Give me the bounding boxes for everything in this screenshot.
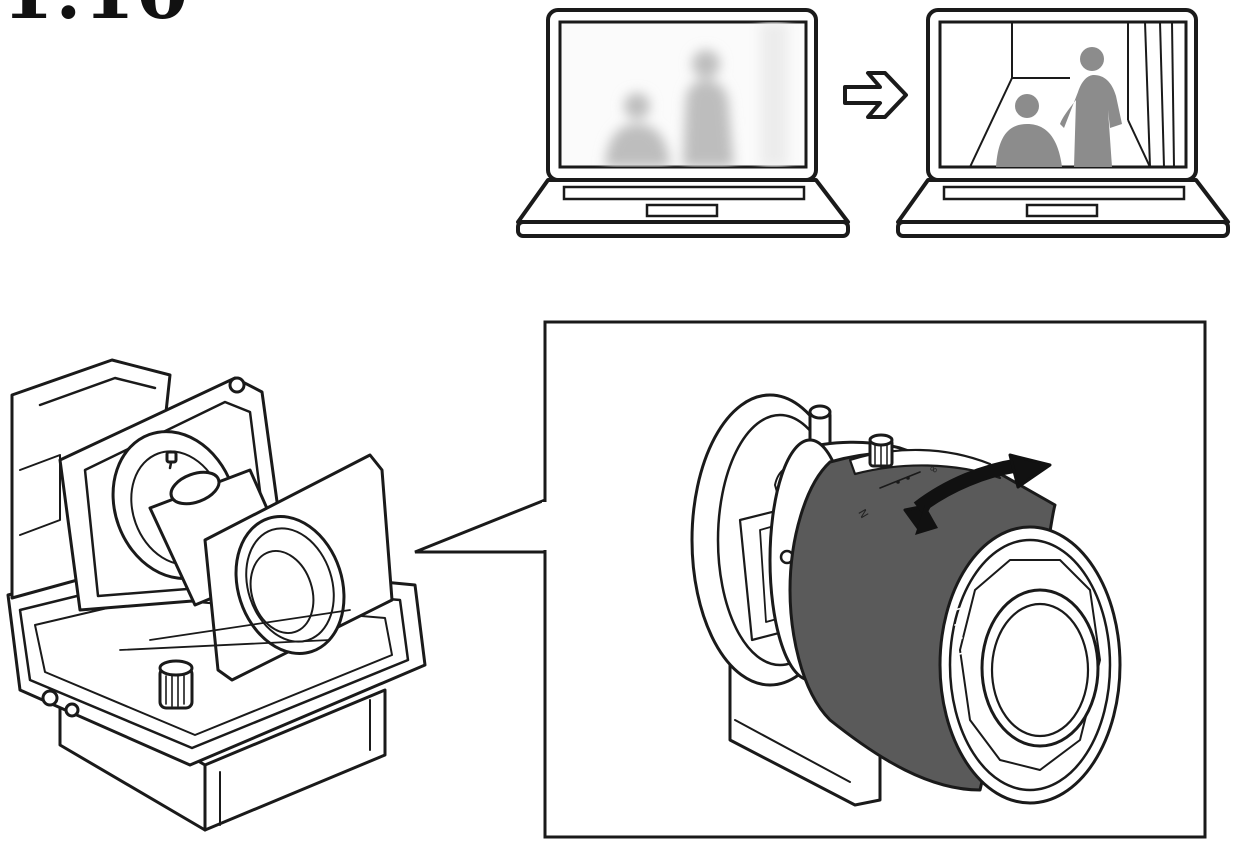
blurred-screen-image	[605, 22, 788, 167]
lens-detail-drawing	[690, 393, 1122, 807]
step-label: 1.10	[2, 0, 190, 30]
outline-right-arrow-icon	[843, 71, 908, 119]
camera-housing-drawing	[6, 358, 427, 832]
laptop-blurred-image-icon	[516, 8, 850, 238]
double-headed-curved-arrow-icon	[903, 453, 1052, 535]
callout-opening	[542, 502, 549, 550]
focused-screen-image	[969, 22, 1175, 167]
laptop-focused-image-icon	[896, 8, 1230, 238]
callout-pointer	[414, 498, 546, 554]
